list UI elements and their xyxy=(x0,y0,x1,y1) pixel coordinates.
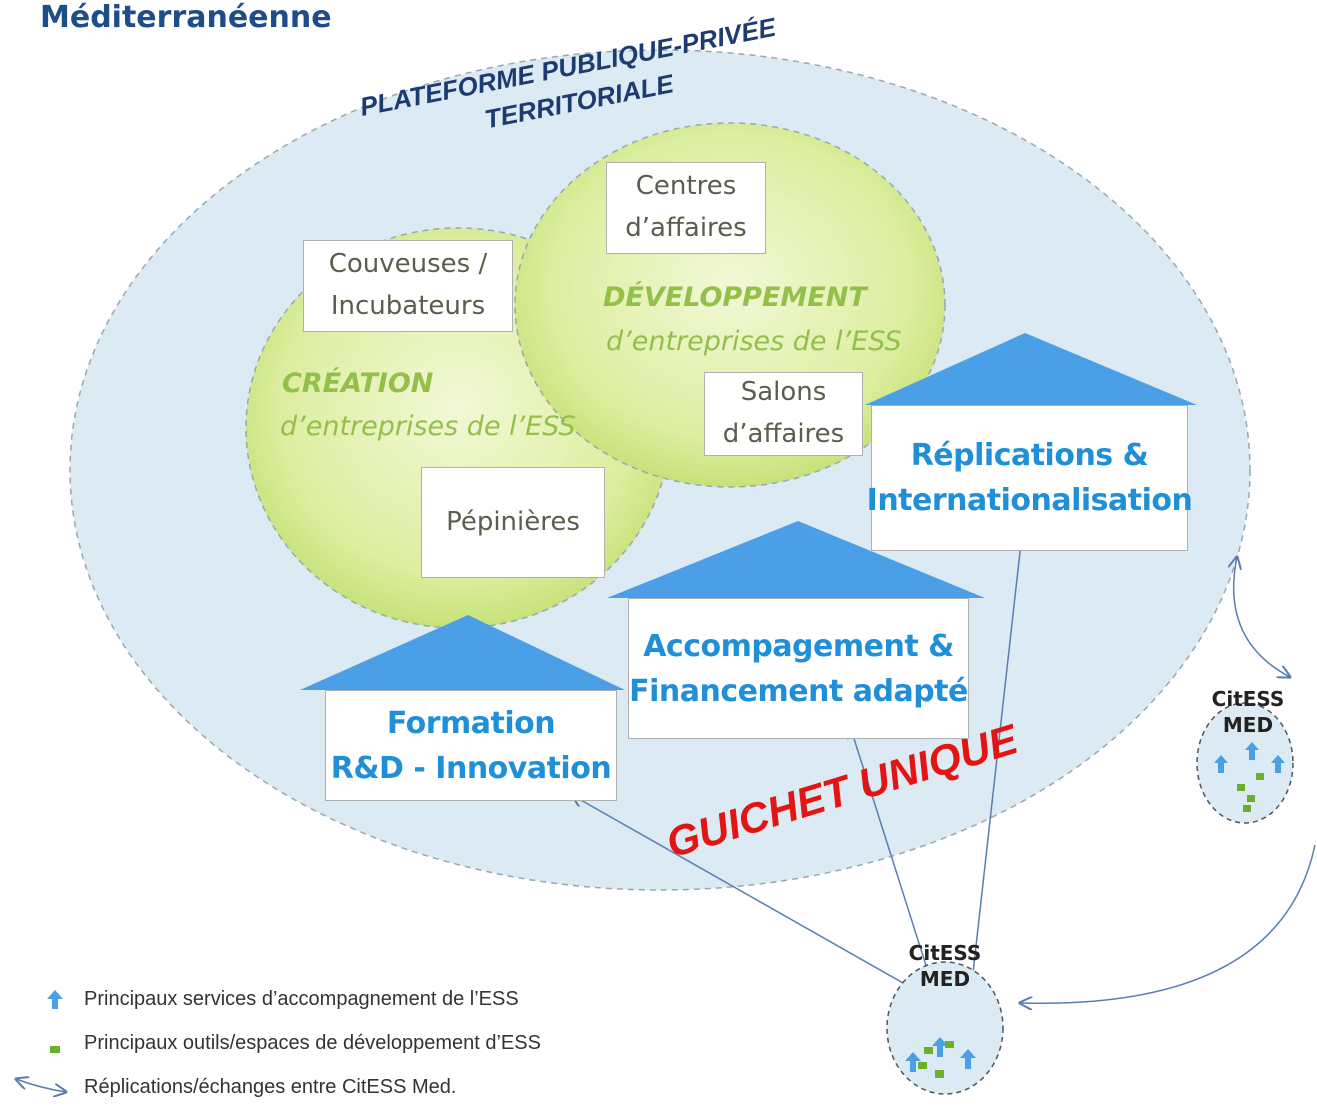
replications-roof xyxy=(865,333,1197,405)
replications-line2: Internationalisation xyxy=(866,483,1193,518)
page-title: Méditerranéenne xyxy=(40,0,332,35)
replications-box: Réplications & Internationalisation xyxy=(867,405,1193,551)
salons-line2: d’affaires xyxy=(722,419,845,449)
service-arrows-right xyxy=(1214,742,1285,773)
accompagnement-line1: Accompagement & xyxy=(643,628,954,664)
legend-exchange-icon xyxy=(16,1079,66,1092)
citess-bottom-label: CitESS MED xyxy=(900,940,990,992)
legend-tool-icon xyxy=(50,1046,60,1053)
formation-box: Formation R&D - Innovation xyxy=(325,690,617,801)
couveuses-line1: Couveuses / xyxy=(328,249,488,280)
creation-subtitle: d’entreprises de l’ESS xyxy=(280,411,576,442)
centres-line1: Centres xyxy=(635,171,737,202)
citess-node-right xyxy=(1196,702,1294,824)
legend-services-text: Principaux services d’accompagnement de … xyxy=(84,988,519,1010)
couveuses-box: Couveuses / Incubateurs xyxy=(303,240,513,332)
developpement-title: DÉVELOPPEMENT xyxy=(603,282,867,313)
legend-replications-text: Réplications/échanges entre CitESS Med. xyxy=(84,1076,457,1098)
formation-line2: R&D - Innovation xyxy=(330,750,612,786)
developpement-subtitle: d’entreprises de l’ESS xyxy=(606,326,902,357)
replications-line1: Réplications & xyxy=(910,438,1149,473)
accompagnement-line2: Financement adapté xyxy=(629,673,968,709)
salons-box: Salons d’affaires xyxy=(704,372,863,456)
arrow-accompagnement-citess xyxy=(850,726,937,1000)
legend-service-icon xyxy=(47,990,63,1009)
pepinieres-box: Pépinières xyxy=(421,467,605,578)
accompagnement-roof xyxy=(607,521,985,598)
tool-squares-bottom xyxy=(918,1041,954,1078)
creation-title: CRÉATION xyxy=(282,368,434,399)
pepinieres-label: Pépinières xyxy=(446,506,580,537)
service-arrows-bottom xyxy=(905,1037,976,1072)
accompagnement-box: Accompagement & Financement adapté xyxy=(628,598,969,739)
arrow-citess-exchange xyxy=(1020,844,1316,1003)
arrow-replications-citess xyxy=(970,534,1022,1000)
formation-line1: Formation xyxy=(386,705,556,741)
legend-tools-text: Principaux outils/espaces de développeme… xyxy=(84,1032,541,1054)
salons-line1: Salons xyxy=(740,377,827,408)
citess-bottom-line2: MED xyxy=(919,967,971,991)
citess-bottom-line1: CitESS xyxy=(908,941,982,965)
tool-squares-right xyxy=(1237,773,1264,812)
formation-roof xyxy=(300,615,625,690)
citess-right-label: CitESS MED xyxy=(1208,686,1288,738)
centres-box: Centres d’affaires xyxy=(606,162,766,254)
centres-line2: d’affaires xyxy=(625,213,747,243)
couveuses-line2: Incubateurs xyxy=(330,291,486,321)
citess-right-line1: CitESS xyxy=(1211,687,1285,711)
arrow-right-loop xyxy=(1234,557,1290,677)
citess-right-line2: MED xyxy=(1222,713,1274,737)
